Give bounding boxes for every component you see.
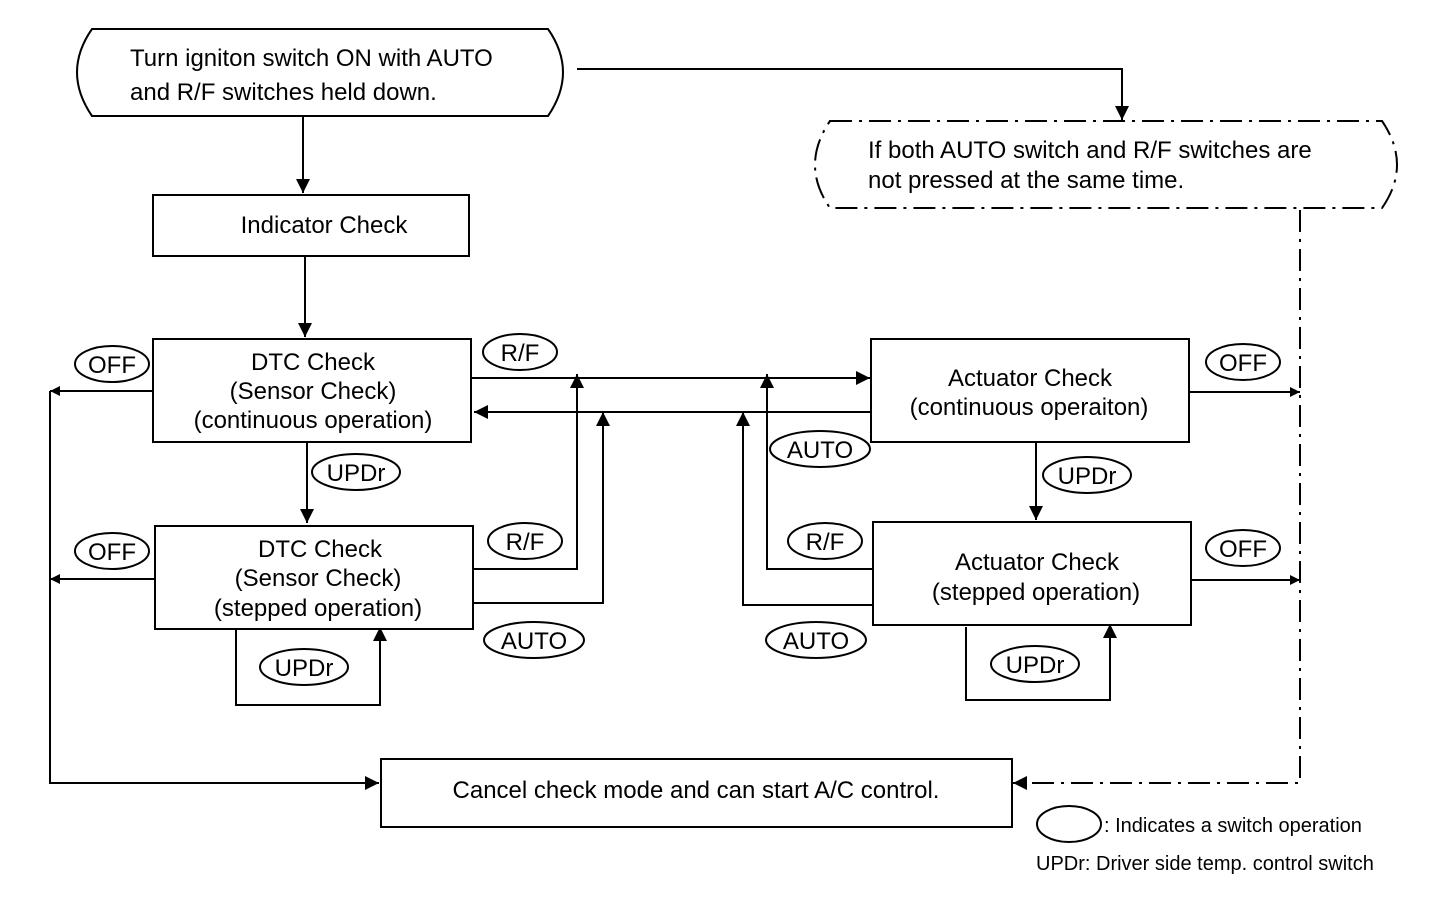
act-step-line2: (stepped operation) bbox=[932, 579, 1140, 606]
connector-left-bus bbox=[49, 391, 379, 790]
connector-right-dashdot-bus bbox=[1013, 210, 1301, 790]
svg-text:UPDr: UPDr bbox=[275, 655, 334, 682]
dtc-step-line3: (stepped operation) bbox=[214, 595, 422, 622]
switch-updr-dtc: UPDr bbox=[311, 453, 401, 491]
cancel-check-box: Cancel check mode and can start A/C cont… bbox=[380, 758, 1013, 828]
dtc-step-line1: DTC Check bbox=[258, 536, 383, 563]
switch-updr-dtc-step-loop: UPDr bbox=[259, 648, 349, 686]
cancel-label: Cancel check mode and can start A/C cont… bbox=[453, 777, 940, 804]
connectors bbox=[49, 68, 1301, 790]
switch-auto-act-step: AUTO bbox=[765, 621, 867, 659]
switch-rf-dtc-step: R/F bbox=[487, 522, 563, 560]
switch-off-act-cont: OFF bbox=[1205, 343, 1281, 381]
connector-act-step-rf bbox=[760, 374, 872, 570]
connector-dtc-step-rf bbox=[474, 374, 584, 570]
dtc-cont-line3: (continuous operation) bbox=[194, 407, 433, 434]
dtc-check-continuous-box: DTC Check (Sensor Check) (continuous ope… bbox=[152, 338, 472, 443]
svg-text:AUTO: AUTO bbox=[501, 628, 567, 655]
svg-text:R/F: R/F bbox=[506, 529, 545, 556]
svg-text:OFF: OFF bbox=[88, 539, 136, 566]
legend-updr-definition: UPDr: Driver side temp. control switch bbox=[1036, 853, 1374, 875]
switch-off-act-step: OFF bbox=[1205, 529, 1281, 567]
switch-rf-dtc-cont: R/F bbox=[482, 333, 558, 371]
start-text-1: Turn igniton switch ON with AUTO bbox=[130, 45, 493, 72]
connector-start-to-alt bbox=[577, 68, 1129, 120]
svg-text:OFF: OFF bbox=[1219, 350, 1267, 377]
act-cont-line2: (continuous operaiton) bbox=[910, 394, 1149, 421]
legend: : Indicates a switch operation UPDr: Dri… bbox=[1036, 805, 1374, 875]
indicator-check-label: Indicator Check bbox=[241, 212, 409, 239]
switch-off-dtc-step: OFF bbox=[74, 532, 150, 570]
connector-dtc-step-updr-loop bbox=[235, 627, 387, 706]
switch-off-dtc-cont: OFF bbox=[74, 345, 150, 383]
dtc-cont-line2: (Sensor Check) bbox=[230, 378, 397, 405]
alt-text-2: not pressed at the same time. bbox=[868, 167, 1184, 194]
switch-auto-dtc-step: AUTO bbox=[483, 621, 585, 659]
connector-act-step-updr-loop bbox=[965, 624, 1117, 701]
actuator-check-continuous-box: Actuator Check (continuous operaiton) bbox=[870, 338, 1190, 443]
alt-terminator: If both AUTO switch and R/F switches are… bbox=[814, 120, 1398, 209]
legend-switch-operation: : Indicates a switch operation bbox=[1104, 815, 1362, 837]
actuator-check-stepped-box: Actuator Check (stepped operation) bbox=[872, 521, 1192, 626]
switch-rf-act-step: R/F bbox=[787, 522, 863, 560]
svg-text:UPDr: UPDr bbox=[327, 460, 386, 487]
svg-text:UPDr: UPDr bbox=[1006, 652, 1065, 679]
svg-text:OFF: OFF bbox=[88, 352, 136, 379]
alt-text-1: If both AUTO switch and R/F switches are bbox=[868, 137, 1312, 164]
connector-dtc-step-auto bbox=[474, 412, 610, 604]
svg-text:R/F: R/F bbox=[501, 340, 540, 367]
svg-text:AUTO: AUTO bbox=[787, 437, 853, 464]
svg-text:AUTO: AUTO bbox=[783, 628, 849, 655]
svg-text:R/F: R/F bbox=[806, 529, 845, 556]
svg-text:UPDr: UPDr bbox=[1058, 463, 1117, 490]
switch-updr-act: UPDr bbox=[1042, 456, 1132, 494]
connector-act-step-auto bbox=[736, 412, 872, 606]
svg-text:OFF: OFF bbox=[1219, 536, 1267, 563]
dtc-step-line2: (Sensor Check) bbox=[235, 565, 402, 592]
dtc-check-stepped-box: DTC Check (Sensor Check) (stepped operat… bbox=[154, 525, 474, 630]
dtc-cont-line1: DTC Check bbox=[251, 349, 376, 376]
start-text-2: and R/F switches held down. bbox=[130, 79, 437, 106]
indicator-check-box: Indicator Check bbox=[152, 194, 470, 257]
switch-auto-act-cont: AUTO bbox=[769, 430, 871, 468]
act-step-line1: Actuator Check bbox=[955, 549, 1120, 576]
act-cont-line1: Actuator Check bbox=[948, 365, 1113, 392]
legend-oval bbox=[1036, 805, 1102, 843]
switch-updr-act-step-loop: UPDr bbox=[990, 645, 1080, 683]
start-terminator: Turn igniton switch ON with AUTO and R/F… bbox=[76, 28, 564, 117]
